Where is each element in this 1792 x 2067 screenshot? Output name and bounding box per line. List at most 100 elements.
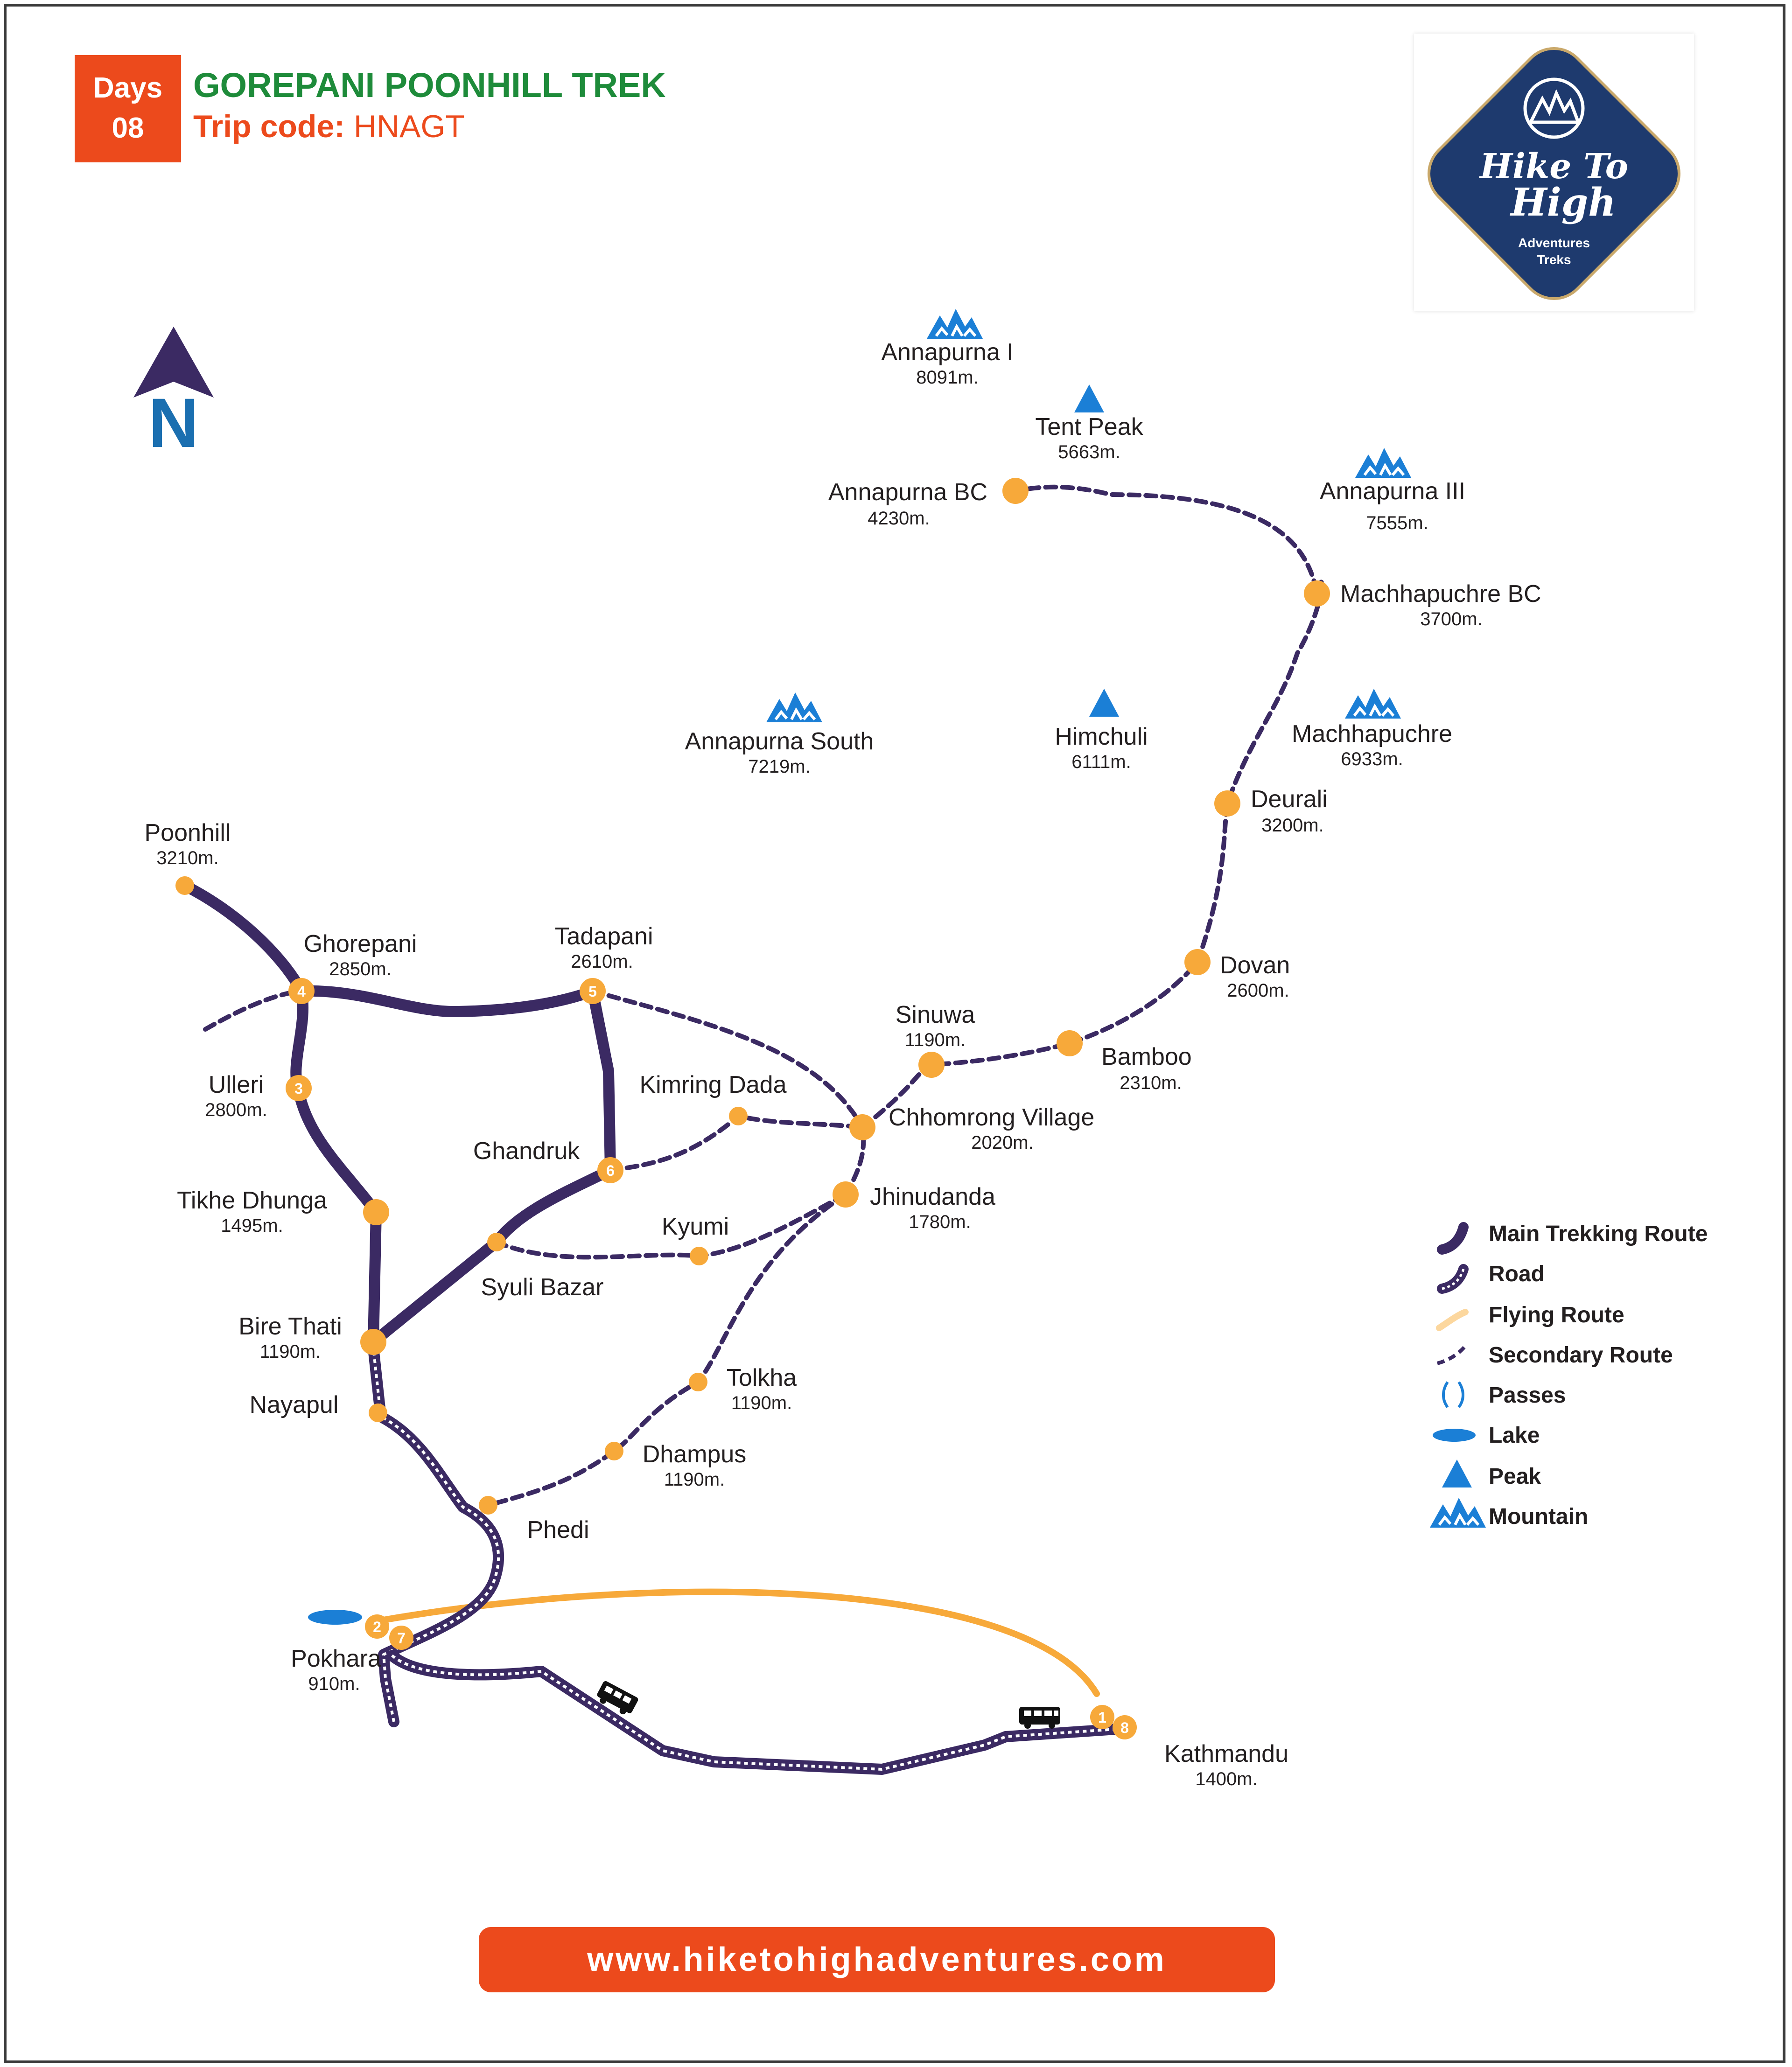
- place-name-pokhara: Pokhara: [291, 1645, 381, 1672]
- pokhara-lake: [308, 1610, 362, 1625]
- place-alt-annapurna-bc: 4230m.: [868, 508, 930, 529]
- place-labels: Annapurna BC 4230m. Machhapuchre BC 3700…: [144, 479, 1541, 1789]
- day-number-pokhara-a: 2: [373, 1619, 381, 1635]
- legend-secondary-icon: [1436, 1342, 1469, 1365]
- logo-line-3: Adventures: [1518, 236, 1590, 250]
- logo-line-4: Treks: [1537, 252, 1571, 267]
- place-alt-bire-thati: 1190m.: [260, 1341, 321, 1362]
- logo-line-1: Hike To: [1479, 147, 1628, 187]
- peak-name-annapurna-south: Annapurna South: [685, 728, 874, 755]
- peak-alt-tent-peak: 5663m.: [1058, 442, 1120, 462]
- day-markers: 4 5 3 6 2 7 1 8: [286, 978, 1137, 1739]
- place-alt-tadapani: 2610m.: [571, 951, 633, 972]
- legend-passes-icon: [1442, 1381, 1464, 1408]
- peak-name-machhapuchre: Machhapuchre: [1292, 720, 1452, 747]
- legend-peak: Peak: [1489, 1464, 1541, 1489]
- place-name-sinuwa: Sinuwa: [896, 1001, 975, 1028]
- day-number-ghandruk: 6: [606, 1162, 615, 1179]
- north-arrow-icon: N: [133, 327, 214, 462]
- legend: Main Trekking Route Road Flying Route Se…: [1430, 1222, 1708, 1529]
- place-alt-chhomrong: 2020m.: [971, 1132, 1033, 1153]
- mountain-icon: [1355, 448, 1411, 478]
- place-name-annapurna-bc: Annapurna BC: [828, 479, 987, 506]
- legend-flying: Flying Route: [1489, 1303, 1624, 1327]
- place-alt-poonhill: 3210m.: [156, 848, 218, 868]
- days-badge: Days 08: [75, 55, 181, 162]
- day-number-pokhara-b: 7: [397, 1630, 406, 1647]
- days-value: 08: [112, 112, 144, 144]
- mountain-icon: [927, 309, 983, 339]
- trip-code: Trip code: HNAGT: [193, 108, 465, 145]
- place-alt-ulleri: 2800m.: [205, 1100, 267, 1120]
- peak-icon: [1089, 689, 1119, 717]
- peak-name-tent-peak: Tent Peak: [1035, 413, 1143, 440]
- place-name-dovan: Dovan: [1220, 952, 1290, 979]
- place-name-chhomrong: Chhomrong Village: [889, 1104, 1094, 1131]
- place-name-ghandruk: Ghandruk: [473, 1138, 580, 1165]
- days-label: Days: [93, 72, 163, 104]
- place-alt-dhampus: 1190m.: [664, 1469, 725, 1490]
- bus-icon: [1019, 1707, 1060, 1729]
- logo-card: Hike To High Adventures Treks: [1414, 34, 1694, 311]
- day-number-ghorepani: 4: [297, 983, 306, 1000]
- place-alt-kathmandu: 1400m.: [1195, 1769, 1257, 1789]
- place-alt-sinuwa: 1190m.: [905, 1030, 966, 1050]
- road-routes: [367, 1334, 1121, 1775]
- place-name-bamboo: Bamboo: [1101, 1043, 1192, 1070]
- place-name-machhapuchre-bc: Machhapuchre BC: [1340, 580, 1541, 608]
- place-name-jhinudanda: Jhinudanda: [870, 1183, 995, 1210]
- peak-alt-himchuli: 6111m.: [1071, 752, 1131, 772]
- place-name-tikhe-dhunga: Tikhe Dhunga: [177, 1187, 327, 1214]
- legend-secondary: Secondary Route: [1489, 1343, 1673, 1368]
- peak-alt-annapurna-iii: 7555m.: [1366, 513, 1428, 533]
- place-name-syuli-bazar: Syuli Bazar: [481, 1274, 604, 1301]
- legend-lake-icon: [1433, 1429, 1476, 1442]
- legend-mountain-icon: [1430, 1498, 1486, 1528]
- peak-alt-machhapuchre: 6933m.: [1341, 749, 1403, 769]
- peak-name-himchuli: Himchuli: [1055, 723, 1148, 750]
- trip-code-value: HNAGT: [353, 109, 465, 144]
- place-alt-bamboo: 2310m.: [1120, 1073, 1182, 1093]
- peak-alt-annapurna-i: 8091m.: [916, 367, 978, 388]
- website-link[interactable]: www.hiketohighadventures.com: [479, 1927, 1275, 1992]
- legend-road-icon: [1437, 1264, 1469, 1294]
- trek-title: GOREPANI POONHILL TREK: [193, 66, 666, 105]
- flying-route: [375, 1588, 1100, 1697]
- legend-road: Road: [1489, 1262, 1545, 1286]
- place-alt-tikhe-dhunga: 1495m.: [221, 1215, 283, 1236]
- place-alt-dovan: 2600m.: [1227, 980, 1289, 1001]
- place-name-tadapani: Tadapani: [554, 923, 653, 950]
- place-alt-tolkha: 1190m.: [731, 1393, 792, 1413]
- day-number-ulleri: 3: [294, 1080, 303, 1097]
- place-name-dhampus: Dhampus: [643, 1441, 747, 1468]
- legend-main-route-icon: [1437, 1222, 1469, 1255]
- north-label: N: [148, 384, 199, 462]
- bus-icon: [597, 1681, 638, 1715]
- main-trekking-route: [179, 880, 616, 1348]
- day-number-tadapani: 5: [588, 983, 597, 1000]
- peak-icon: [1074, 384, 1104, 412]
- place-alt-deurali: 3200m.: [1261, 815, 1323, 836]
- place-name-kyumi: Kyumi: [662, 1213, 729, 1240]
- place-name-ghorepani: Ghorepani: [304, 930, 417, 957]
- route-nodes: [175, 478, 1330, 1515]
- legend-flying-icon: [1436, 1309, 1469, 1331]
- map-frame: [4, 4, 1785, 2063]
- mountain-icon: [1345, 689, 1401, 719]
- logo: Hike To High Adventures Treks: [1428, 47, 1680, 300]
- place-alt-pokhara: 910m.: [308, 1674, 360, 1694]
- peak-alt-annapurna-south: 7219m.: [748, 756, 810, 777]
- place-name-kathmandu: Kathmandu: [1164, 1740, 1288, 1767]
- trip-code-label: Trip code:: [193, 109, 345, 144]
- legend-main: Main Trekking Route: [1489, 1222, 1708, 1246]
- place-name-ulleri: Ulleri: [209, 1071, 264, 1098]
- logo-mountains-icon: [1523, 77, 1585, 139]
- day-number-kathmandu-b: 8: [1120, 1719, 1129, 1736]
- place-alt-machhapuchre-bc: 3700m.: [1420, 609, 1482, 629]
- place-name-phedi: Phedi: [527, 1516, 589, 1543]
- logo-line-2: High: [1510, 180, 1616, 225]
- legend-mountain: Mountain: [1489, 1504, 1588, 1529]
- mountain-icon: [766, 692, 822, 722]
- place-alt-jhinudanda: 1780m.: [909, 1212, 971, 1232]
